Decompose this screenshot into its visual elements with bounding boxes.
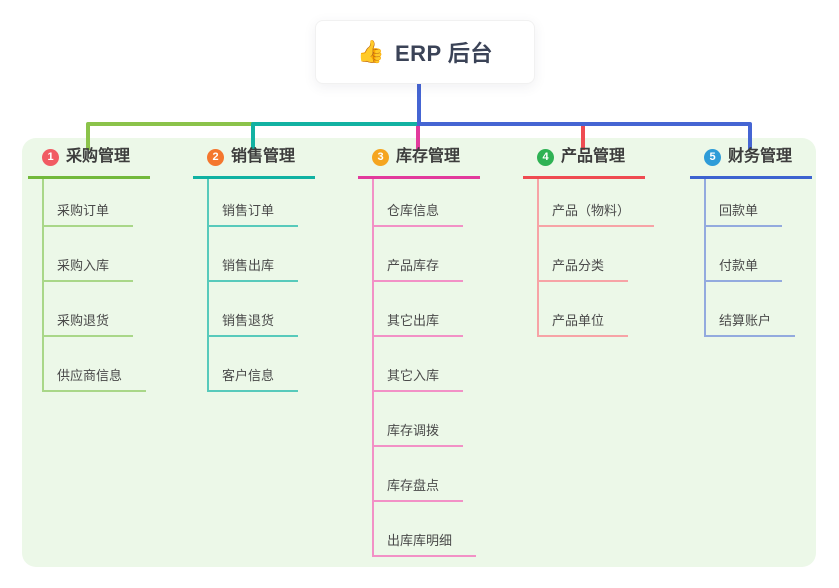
- branch-node[interactable]: 2 销售管理: [193, 146, 315, 179]
- child-node[interactable]: 销售出库: [209, 227, 299, 282]
- child-node[interactable]: 付款单: [706, 227, 783, 282]
- branch-number-badge: 3: [372, 148, 389, 166]
- child-node-label: 销售退货: [222, 313, 275, 328]
- branch-node[interactable]: 3 库存管理: [358, 146, 480, 179]
- child-node[interactable]: 采购订单: [44, 179, 134, 227]
- child-node-label: 销售订单: [222, 203, 275, 218]
- branch-4: 4 产品管理产品（物料） 产品分类产品单位: [523, 146, 655, 337]
- branch-5: 5 财务管理回款单付款单结算账户: [690, 146, 812, 337]
- branch-children: 仓库信息产品库存其它出库其它入库库存调拨库存盘点出库库明细: [372, 179, 477, 557]
- branch-3: 3 库存管理仓库信息产品库存其它出库其它入库库存调拨库存盘点出库库明细: [358, 146, 480, 557]
- child-node[interactable]: 客户信息: [209, 337, 299, 392]
- branch-title: 采购管理: [66, 148, 131, 165]
- child-node-label: 库存盘点: [387, 478, 440, 493]
- child-node-label: 出库库明细: [387, 533, 453, 548]
- child-node-label: 采购入库: [57, 258, 110, 273]
- child-node[interactable]: 供应商信息: [44, 337, 147, 392]
- branch-number-badge: 4: [537, 148, 554, 166]
- child-node-label: 客户信息: [222, 368, 275, 383]
- branch-children: 销售订单销售出库销售退货客户信息: [207, 179, 299, 392]
- child-node[interactable]: 采购入库: [44, 227, 134, 282]
- child-node-label: 供应商信息: [57, 368, 123, 383]
- child-node-label: 其它入库: [387, 368, 440, 383]
- child-node-label: 回款单: [719, 203, 759, 218]
- mindmap-panel: [22, 138, 816, 567]
- child-node[interactable]: 库存盘点: [374, 447, 464, 502]
- child-node-label: 产品单位: [552, 313, 605, 328]
- child-node-label: 库存调拨: [387, 423, 440, 438]
- child-node[interactable]: 其它入库: [374, 337, 464, 392]
- child-node[interactable]: 采购退货: [44, 282, 134, 337]
- child-node[interactable]: 回款单: [706, 179, 783, 227]
- branch-node[interactable]: 4 产品管理: [523, 146, 645, 179]
- child-node[interactable]: 其它出库: [374, 282, 464, 337]
- child-node[interactable]: 产品库存: [374, 227, 464, 282]
- child-node-label: 产品库存: [387, 258, 440, 273]
- child-node[interactable]: 出库库明细: [374, 502, 477, 557]
- child-node[interactable]: 销售退货: [209, 282, 299, 337]
- child-node[interactable]: 库存调拨: [374, 392, 464, 447]
- branch-children: 产品（物料） 产品分类产品单位: [537, 179, 655, 337]
- child-node[interactable]: 产品单位: [539, 282, 629, 337]
- child-node-label: 付款单: [719, 258, 759, 273]
- child-node[interactable]: 结算账户: [706, 282, 796, 337]
- child-node-label: 其它出库: [387, 313, 440, 328]
- child-node-label: 产品分类: [552, 258, 605, 273]
- branch-number-badge: 1: [42, 148, 59, 166]
- branch-children: 回款单付款单结算账户: [704, 179, 796, 337]
- child-node-label: 采购订单: [57, 203, 110, 218]
- child-node-label: 结算账户: [719, 313, 772, 328]
- child-node[interactable]: 销售订单: [209, 179, 299, 227]
- branch-title: 财务管理: [728, 148, 793, 165]
- child-node[interactable]: 仓库信息: [374, 179, 464, 227]
- child-node-label: 采购退货: [57, 313, 110, 328]
- branch-title: 库存管理: [396, 148, 461, 165]
- branch-1: 1 采购管理采购订单采购入库采购退货供应商信息: [28, 146, 150, 392]
- root-node[interactable]: 👍 ERP 后台: [315, 20, 535, 84]
- branch-node[interactable]: 1 采购管理: [28, 146, 150, 179]
- child-node-label: 仓库信息: [387, 203, 440, 218]
- branch-2: 2 销售管理销售订单销售出库销售退货客户信息: [193, 146, 315, 392]
- branch-node[interactable]: 5 财务管理: [690, 146, 812, 179]
- child-node[interactable]: 产品（物料）: [539, 179, 655, 227]
- branch-number-badge: 5: [704, 148, 721, 166]
- child-node-label: 销售出库: [222, 258, 275, 273]
- root-node-label: ERP 后台: [394, 41, 493, 66]
- branch-title: 销售管理: [231, 148, 296, 165]
- branch-number-badge: 2: [207, 148, 224, 166]
- thumbs-up-icon: 👍: [357, 39, 385, 64]
- branch-title: 产品管理: [561, 148, 626, 165]
- child-node-label: 产品（物料）: [552, 203, 631, 218]
- child-node[interactable]: 产品分类: [539, 227, 629, 282]
- branch-children: 采购订单采购入库采购退货供应商信息: [42, 179, 147, 392]
